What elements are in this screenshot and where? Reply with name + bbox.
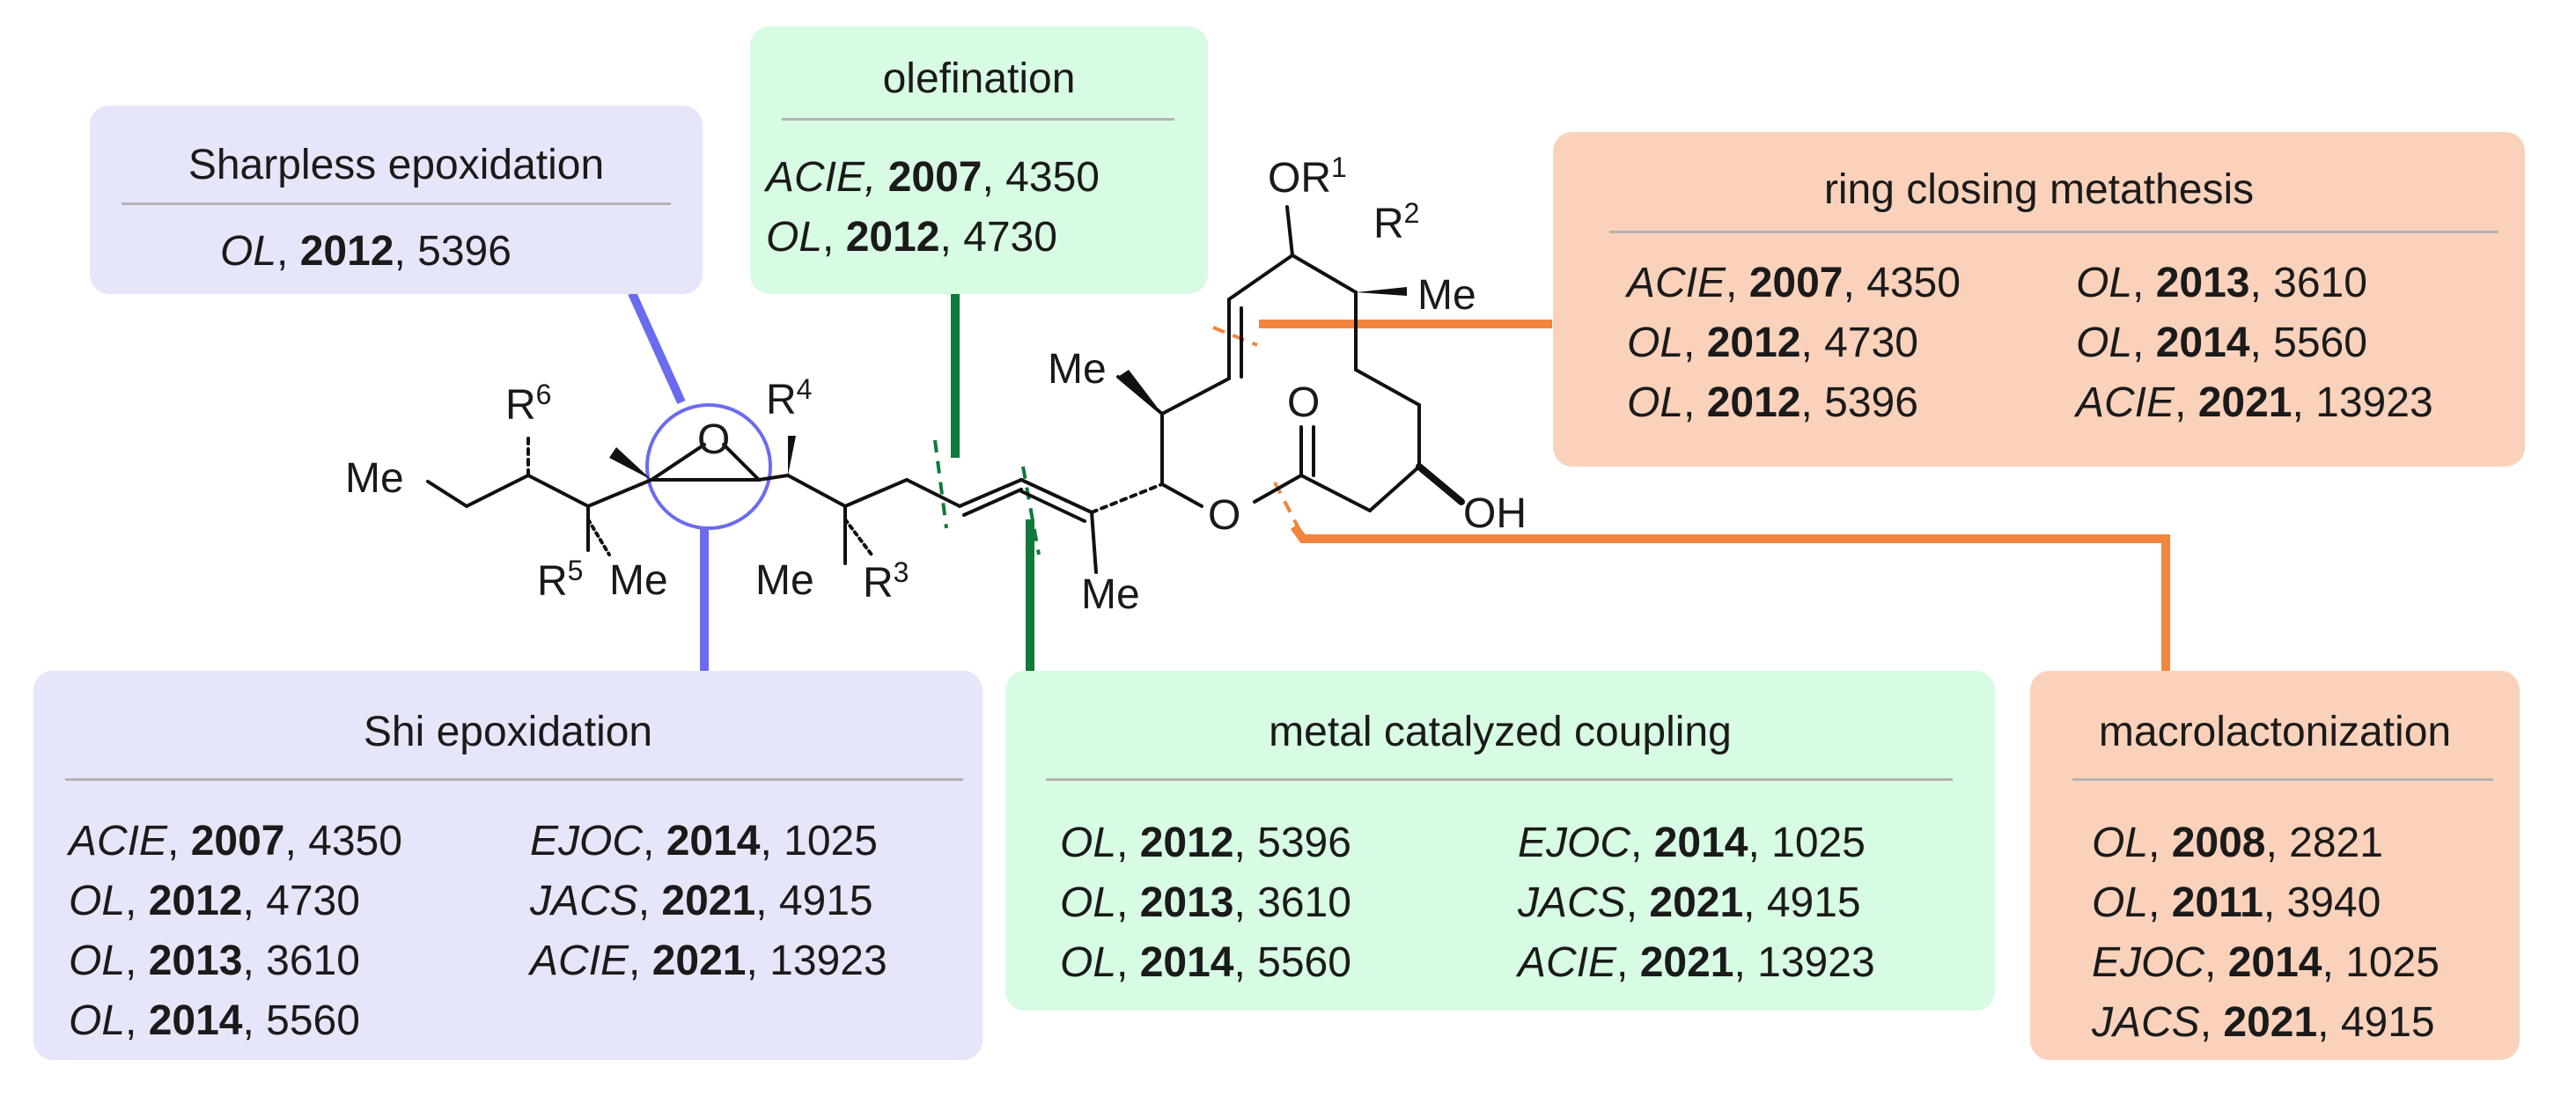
reference: OL, 2014, 5560 <box>1060 939 1351 986</box>
reference: JACS, 2021, 4915 <box>2092 999 2435 1046</box>
ester-oxygen-label: O <box>1208 492 1241 539</box>
sharpless-connector <box>628 291 686 405</box>
olefination-box: olefination ACIE, 2007, 4350 OL, 2012, 4… <box>750 26 1208 294</box>
macrolactonization-box: macrolactonization OL, 2008, 2821 OL, 20… <box>2030 671 2520 1060</box>
reference: ACIE, 2007, 4350 <box>1627 260 1961 306</box>
diene-methyl-label: Me <box>1081 571 1140 618</box>
reference: ACIE, 2007, 4350 <box>766 154 1100 201</box>
reference: OL, 2013, 3610 <box>69 938 360 984</box>
reference: OL, 2012, 5396 <box>220 228 512 275</box>
reference: OL, 2013, 3610 <box>2076 260 2367 306</box>
reference: ACIE, 2021, 13923 <box>530 938 887 984</box>
reference: JACS, 2021, 4915 <box>1518 879 1861 926</box>
molecule-bonds <box>426 205 1465 574</box>
r3-methyl-label: Me <box>755 557 814 604</box>
reference: OL, 2011, 3940 <box>2092 879 2381 926</box>
reference: OL, 2012, 4730 <box>766 214 1057 261</box>
r2-label: R2 <box>1373 197 1420 247</box>
reference: OL, 2014, 5560 <box>69 997 360 1044</box>
reference: EJOC, 2014, 1025 <box>2092 939 2440 986</box>
r5-label: R5 <box>537 555 584 605</box>
box-title: metal catalyzed coupling <box>1269 709 1732 755</box>
box-title: olefination <box>882 55 1076 102</box>
r5-methyl-label: Me <box>609 557 668 604</box>
macrolactonization-connector <box>1290 524 2170 671</box>
divider <box>65 778 963 781</box>
metal-catalyzed-coupling-box: metal catalyzed coupling OL, 2012, 5396 … <box>1005 671 1995 1011</box>
reference: EJOC, 2014, 1025 <box>530 818 878 865</box>
reference: OL, 2012, 5396 <box>1627 379 1918 426</box>
hydroxyl-label: OH <box>1463 490 1527 537</box>
molecule-wedges <box>609 287 1407 480</box>
divider <box>121 202 671 205</box>
ring-methyl-label: Me <box>1048 346 1107 393</box>
sharpless-epoxidation-box: Sharpless epoxidation OL, 2012, 5396 <box>90 106 703 294</box>
ring-closing-metathesis-box: ring closing metathesis ACIE, 2007, 4350… <box>1553 132 2525 467</box>
reference: EJOC, 2014, 1025 <box>1518 820 1866 866</box>
reference: JACS, 2021, 4915 <box>530 878 873 924</box>
reference: OL, 2012, 4730 <box>1627 320 1918 366</box>
box-title: Sharpless epoxidation <box>188 142 605 188</box>
divider <box>782 118 1174 121</box>
box-title: macrolactonization <box>2098 709 2452 755</box>
reference: OL, 2012, 4730 <box>69 878 360 924</box>
reference: OL, 2013, 3610 <box>1060 879 1351 926</box>
divider <box>1609 231 2499 233</box>
box-title: ring closing metathesis <box>1823 166 2255 213</box>
carbonyl-oxygen-label: O <box>1287 379 1321 426</box>
box-title: Shi epoxidation <box>363 709 653 755</box>
reference: OL, 2014, 5560 <box>2076 320 2367 366</box>
connector-lines <box>628 291 2170 671</box>
epoxide-highlight-circle <box>645 403 772 530</box>
divider <box>1046 778 1953 781</box>
reference: ACIE, 2007, 4350 <box>69 818 402 865</box>
r4-label: R4 <box>766 373 813 423</box>
shi-epoxidation-box: Shi epoxidation ACIE, 2007, 4350 OL, 201… <box>33 671 983 1060</box>
reference: OL, 2012, 5396 <box>1060 820 1351 866</box>
or1-label: OR1 <box>1268 151 1347 202</box>
epoxide-oxygen-label: O <box>697 416 731 463</box>
r3-label: R3 <box>863 556 909 607</box>
r6-label: R6 <box>505 379 552 429</box>
reference: ACIE, 2021, 13923 <box>1518 939 1875 986</box>
reference: ACIE, 2021, 13923 <box>2076 379 2433 426</box>
reference: OL, 2008, 2821 <box>2092 820 2383 866</box>
r2-methyl-label: Me <box>1417 272 1476 319</box>
bond-disconnection-marks <box>933 326 1300 556</box>
divider <box>2072 778 2493 781</box>
methyl-label: Me <box>345 455 404 502</box>
